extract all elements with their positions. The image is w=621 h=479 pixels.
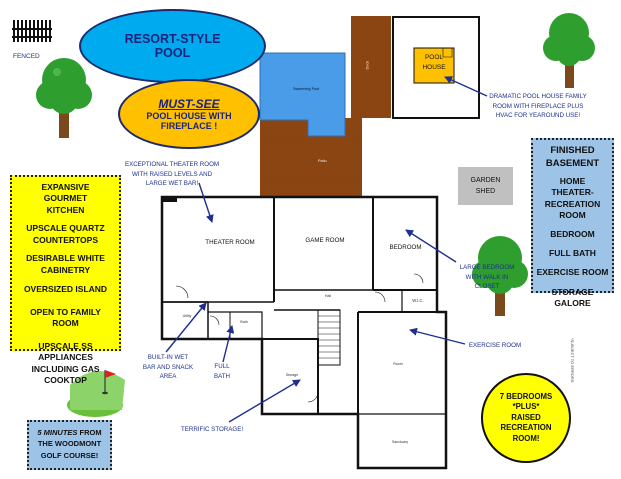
room-utility: Utility bbox=[182, 314, 192, 318]
resort-pool-line2: POOL bbox=[154, 46, 191, 60]
fullbath-note-line2: BATH bbox=[213, 372, 231, 380]
room-sanctuary: Sanctuary bbox=[391, 440, 409, 444]
bedrooms-line5: ROOM! bbox=[512, 433, 540, 443]
bedroom-note: LARGE BEDROOM WITH WALK IN CLOSET bbox=[452, 263, 522, 292]
fenced-label: FENCED bbox=[13, 53, 40, 60]
theater-note-line2: WITH RAISED LEVELS AND bbox=[131, 170, 213, 178]
pool-house-note-line1: DRAMATIC POOL HOUSE FAMILY bbox=[489, 93, 587, 100]
golf-line1-rest: FROM bbox=[77, 428, 102, 437]
golf-line1: 5 MINUTES FROM bbox=[31, 427, 108, 438]
bedrooms-line1: 7 BEDROOMS bbox=[499, 391, 553, 401]
pool-house-note-line3: HVAC FOR YEAROUND USE! bbox=[495, 112, 581, 120]
fullbath-note: FULL BATH bbox=[207, 362, 237, 381]
room-storage: Storage bbox=[285, 373, 299, 377]
theater-note-line1: EXCEPTIONAL THEATER ROOM bbox=[124, 161, 220, 168]
swimming-pool-label: Swimming Pool bbox=[293, 87, 320, 91]
pool-house-ellipse-line3: FIREPLACE ! bbox=[160, 121, 218, 131]
wetbar-note-line3: AREA bbox=[159, 373, 177, 381]
wetbar-note-line1: BUILT-IN WET bbox=[147, 354, 189, 361]
golf-line3: GOLF COURSE! bbox=[40, 450, 99, 460]
deck-label: Deck bbox=[365, 60, 370, 70]
bedrooms-line2: *PLUS* bbox=[512, 402, 540, 412]
bedroom-note-line1: LARGE BEDROOM bbox=[459, 264, 515, 271]
bedrooms-line4: RECREATION bbox=[500, 423, 552, 433]
room-exercise: Room bbox=[393, 362, 403, 366]
swimming-pool bbox=[259, 52, 346, 137]
wetbar-note: BUILT-IN WET BAR AND SNACK AREA bbox=[142, 353, 194, 382]
pool-house-label-line2: HOUSE bbox=[422, 64, 446, 72]
exercise-note: EXERCISE ROOM bbox=[468, 342, 522, 349]
kitchen-item-3: DESIRABLE WHITE CABINETRY bbox=[26, 253, 105, 275]
storage-note: TERRIFIC STORAGE! bbox=[180, 426, 244, 433]
kitchen-item-4: OVERSIZED ISLAND bbox=[23, 284, 108, 295]
tree-icon bbox=[36, 58, 92, 138]
kitchen-item-5: OPEN TO FAMILY ROOM bbox=[30, 306, 101, 329]
bedroom-note-line2: WITH WALK IN bbox=[465, 273, 509, 281]
basement-title-line1: FINISHED bbox=[550, 145, 595, 156]
pool-house-note-line2: ROOM WITH FIREPLACE PLUS bbox=[492, 102, 584, 110]
golf-line1-emph: 5 MINUTES bbox=[37, 428, 78, 437]
must-see-text: MUST-SEE bbox=[158, 97, 220, 111]
garden-shed-label: GARDEN SHED bbox=[458, 176, 513, 197]
resort-pool-ellipse: RESORT-STYLE POOL bbox=[79, 9, 266, 83]
basement-item-5: STORAGE GALORE bbox=[551, 286, 594, 309]
tree-icon bbox=[543, 13, 595, 88]
kitchen-item-1: EXPANSIVE GOURMET KITCHEN bbox=[41, 182, 90, 215]
garden-shed-line2: SHED bbox=[475, 187, 496, 195]
bedroom-note-line3: CLOSET bbox=[474, 283, 500, 291]
room-wic: W.I.C. bbox=[412, 298, 424, 303]
pool-house-ellipse: MUST-SEE POOL HOUSE WITH FIREPLACE ! bbox=[118, 79, 260, 149]
fullbath-note-line1: FULL bbox=[214, 363, 230, 370]
golf-course-box: 5 MINUTES FROM THE WOODMONT GOLF COURSE! bbox=[27, 420, 112, 470]
theater-note-line3: LARGE WET BAR! bbox=[145, 180, 199, 188]
basement-title-line2: BASEMENT bbox=[545, 157, 600, 169]
pool-house-outline bbox=[392, 16, 480, 119]
room-game: GAME ROOM bbox=[305, 237, 345, 244]
kitchen-item-2: UPSCALE QUARTZ COUNTERTOPS bbox=[26, 223, 105, 245]
basement-item-3: FULL BATH bbox=[549, 247, 596, 258]
theater-note: EXCEPTIONAL THEATER ROOM WITH RAISED LEV… bbox=[117, 160, 227, 189]
basement-item-2: BEDROOM bbox=[550, 228, 595, 239]
pool-house-label: POOL HOUSE bbox=[414, 53, 454, 74]
room-theater: THEATER ROOM bbox=[205, 239, 255, 246]
wetbar-note-line2: BAR AND SNACK bbox=[142, 363, 194, 371]
room-bedroom: BEDROOM bbox=[389, 244, 422, 251]
room-bath: Bath bbox=[240, 320, 248, 324]
deck-area bbox=[260, 16, 391, 196]
finished-basement-box: FINISHED BASEMENT HOME THEATER-RECREATIO… bbox=[531, 138, 614, 308]
golf-green-icon bbox=[67, 370, 125, 417]
resort-pool-line1: RESORT-STYLE bbox=[124, 32, 221, 46]
garden-shed-line1: GARDEN bbox=[470, 177, 501, 184]
patio-label: Patio bbox=[318, 159, 327, 163]
subject-to-errors-text: *SUBJECT TO ERRORS bbox=[570, 338, 575, 383]
room-hall: Hall bbox=[324, 294, 332, 298]
pool-house-ellipse-line2: POOL HOUSE WITH bbox=[146, 111, 232, 121]
seven-bedrooms-circle: 7 BEDROOMS *PLUS* RAISED RECREATION ROOM… bbox=[481, 373, 571, 463]
basement-item-4: EXERCISE ROOM bbox=[536, 267, 609, 278]
garden-shed bbox=[458, 167, 513, 205]
kitchen-features-box: EXPANSIVE GOURMET KITCHEN UPSCALE QUARTZ… bbox=[10, 175, 121, 385]
golf-line2: THE WOODMONT bbox=[37, 439, 102, 449]
kitchen-item-6: UPSCALE SS APPLIANCES INCLUDING GAS COOK… bbox=[31, 340, 100, 386]
tree-icon bbox=[472, 236, 528, 316]
basement-item-1: HOME THEATER-RECREATION ROOM bbox=[544, 175, 601, 221]
pool-house-label-line1: POOL bbox=[424, 54, 444, 61]
pool-house-note: DRAMATIC POOL HOUSE FAMILY ROOM WITH FIR… bbox=[482, 92, 594, 121]
bedrooms-line3: RAISED bbox=[511, 412, 541, 422]
fence-icon bbox=[12, 20, 52, 42]
